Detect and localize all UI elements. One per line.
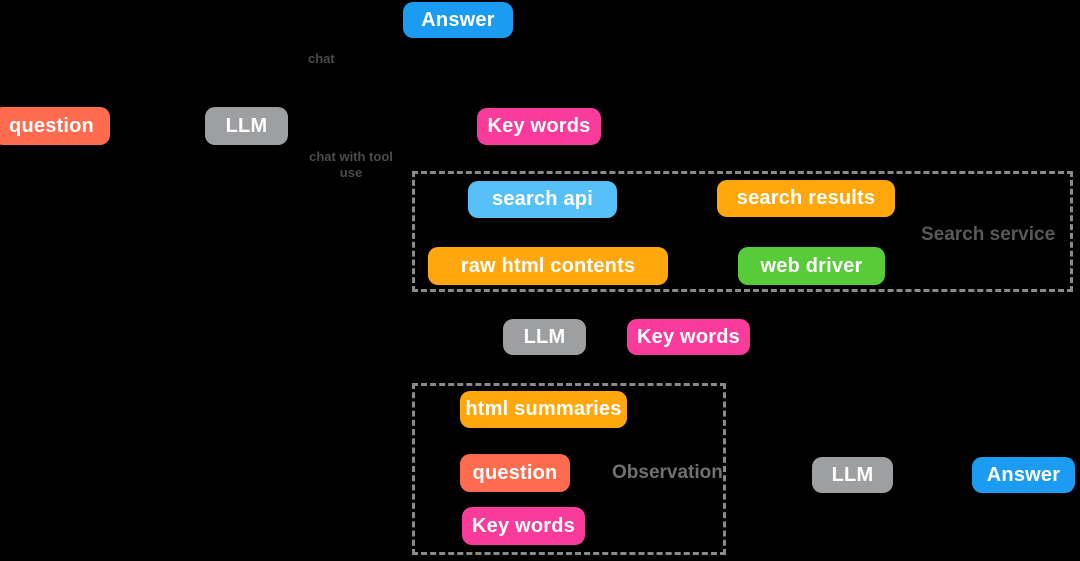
node-key-words: Key words	[477, 108, 601, 145]
node-question: question	[460, 454, 570, 492]
node-llm: LLM	[503, 319, 586, 355]
node-key-words: Key words	[627, 319, 750, 355]
node-search-results: search results	[717, 180, 895, 217]
node-key-words: Key words	[462, 507, 585, 545]
node-llm: LLM	[205, 107, 288, 145]
node-answer-bottom: Answer	[972, 457, 1075, 493]
node-web-driver: web driver	[738, 247, 885, 285]
group-search-service: Search service	[412, 171, 1073, 292]
group-observation: Observation	[412, 383, 726, 555]
node-search-api: search api	[468, 181, 617, 218]
edge-label-chat: chat	[308, 51, 335, 66]
group-label-search-service: Search service	[921, 224, 1056, 245]
node-raw-html-contents: raw html contents	[428, 247, 668, 285]
edge-label-chat-with-tool-use: chat with tool use	[309, 149, 393, 180]
node-answer-top: Answer	[403, 2, 513, 38]
node-llm: LLM	[812, 457, 893, 493]
group-label-observation: Observation	[612, 462, 723, 483]
node-question: question	[0, 107, 110, 145]
node-html-summaries: html summaries	[460, 391, 627, 428]
